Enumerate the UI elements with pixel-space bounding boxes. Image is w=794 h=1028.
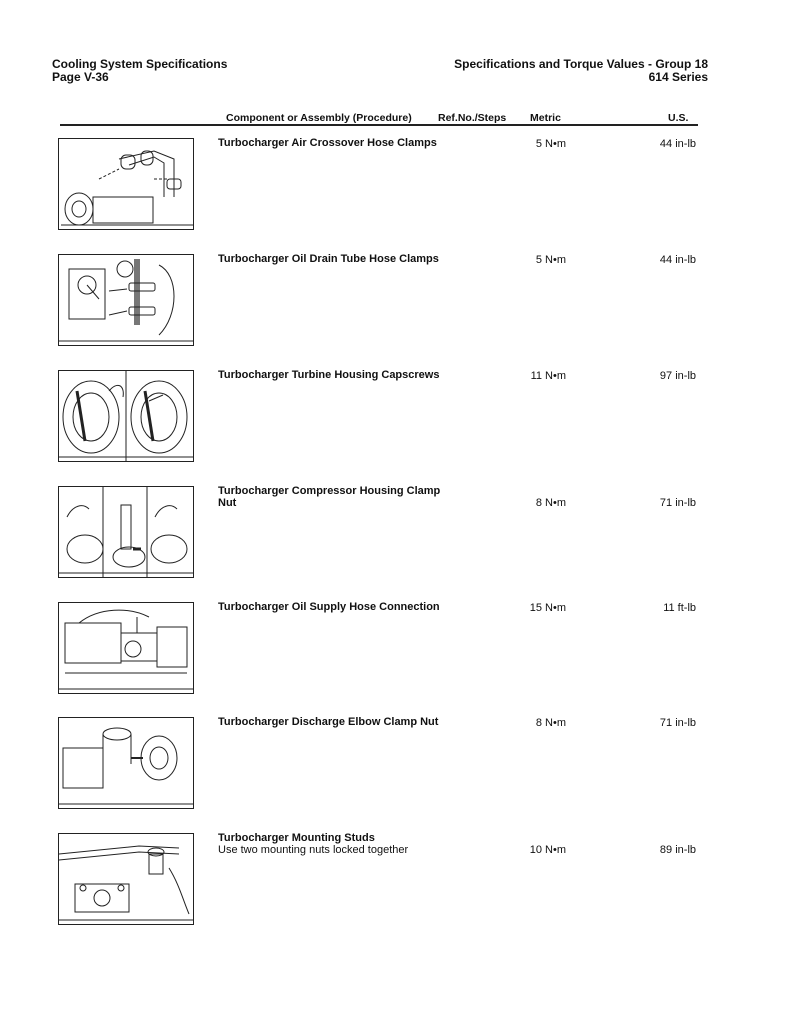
us-value: 97 in-lb xyxy=(659,370,696,382)
drain-tube-diagram-icon xyxy=(58,254,194,346)
us-value: 44 in-lb xyxy=(659,254,696,266)
us-value: 89 in-lb xyxy=(659,844,696,856)
discharge-elbow-diagram-icon xyxy=(58,717,194,809)
metric-value: 11 N•m xyxy=(530,370,566,382)
page-number: Page V-36 xyxy=(52,70,109,84)
spec-row: Turbocharger Mounting Studs Use two moun… xyxy=(0,832,794,943)
mounting-studs-diagram-icon xyxy=(58,833,194,925)
spec-row: Turbocharger Discharge Elbow Clamp Nut 8… xyxy=(0,716,794,827)
spec-row: Turbocharger Oil Drain Tube Hose Clamps … xyxy=(0,253,794,364)
row-title-text: Turbocharger Oil Supply Hose Connection xyxy=(218,601,440,613)
metric-value: 15 N•m xyxy=(529,602,566,614)
metric-value: 8 N•m xyxy=(535,497,566,509)
section-title: Cooling System Specifications xyxy=(52,57,228,71)
turbine-housing-diagram-icon xyxy=(58,370,194,462)
row-title-text: Turbocharger Oil Drain Tube Hose Clamps xyxy=(218,253,439,265)
metric-value: 5 N•m xyxy=(535,254,566,266)
row-title: Turbocharger Oil Supply Hose Connection xyxy=(218,601,458,614)
header-rule xyxy=(60,124,698,126)
page-header-left: Cooling System Specifications Page V-36 xyxy=(52,58,227,84)
row-title: Turbocharger Compressor Housing Clamp Nu… xyxy=(218,485,458,509)
us-value: 11 ft-lb xyxy=(663,602,696,614)
oil-supply-diagram-icon xyxy=(58,602,194,694)
spec-row: Turbocharger Turbine Housing Capscrews 1… xyxy=(0,369,794,480)
row-title-text: Turbocharger Air Crossover Hose Clamps xyxy=(218,137,437,149)
metric-value: 10 N•m xyxy=(529,844,566,856)
us-value: 71 in-lb xyxy=(659,497,696,509)
row-title: Turbocharger Mounting Studs Use two moun… xyxy=(218,832,458,856)
row-title: Turbocharger Oil Drain Tube Hose Clamps xyxy=(218,253,458,266)
us-value: 44 in-lb xyxy=(659,138,696,150)
row-title: Turbocharger Turbine Housing Capscrews xyxy=(218,369,458,382)
series-label: 614 Series xyxy=(648,70,708,84)
spec-row: Turbocharger Oil Supply Hose Connection … xyxy=(0,601,794,712)
row-title-text: Turbocharger Turbine Housing Capscrews xyxy=(218,369,440,381)
us-value: 71 in-lb xyxy=(659,717,696,729)
page-header-right: Specifications and Torque Values - Group… xyxy=(454,58,708,84)
hose-clamp-diagram-icon xyxy=(58,138,194,230)
compressor-clamp-diagram-icon xyxy=(58,486,194,578)
spec-row: Turbocharger Compressor Housing Clamp Nu… xyxy=(0,485,794,596)
row-title-text: Turbocharger Discharge Elbow Clamp Nut xyxy=(218,716,439,728)
row-title-text: Turbocharger Mounting Studs xyxy=(218,832,375,844)
metric-value: 5 N•m xyxy=(535,138,566,150)
spec-row: Turbocharger Air Crossover Hose Clamps 5… xyxy=(0,137,794,248)
row-title: Turbocharger Air Crossover Hose Clamps xyxy=(218,137,458,150)
row-title: Turbocharger Discharge Elbow Clamp Nut xyxy=(218,716,458,729)
row-note: Use two mounting nuts locked together xyxy=(218,843,409,856)
metric-value: 8 N•m xyxy=(535,717,566,729)
group-title: Specifications and Torque Values - Group… xyxy=(454,57,708,71)
row-title-text: Turbocharger Compressor Housing Clamp Nu… xyxy=(218,485,441,509)
